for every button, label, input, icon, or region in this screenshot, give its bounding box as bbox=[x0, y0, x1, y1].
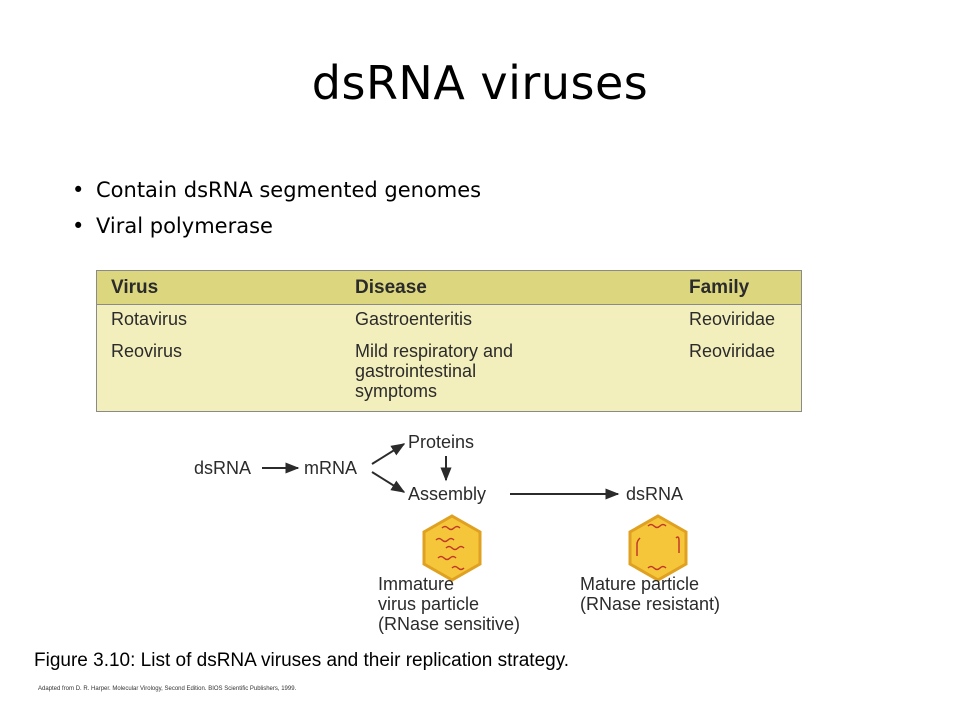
mature-capsid-icon bbox=[628, 514, 688, 582]
cell-disease: Mild respiratory and bbox=[355, 341, 514, 361]
cell-family: Reoviridae bbox=[689, 309, 776, 329]
label-dsrna-end: dsRNA bbox=[626, 484, 683, 504]
bullet-marker: • bbox=[72, 214, 85, 238]
figure-caption: Figure 3.10: List of dsRNA viruses and t… bbox=[34, 650, 570, 671]
header-disease: Disease bbox=[355, 277, 427, 298]
replication-diagram: dsRNA mRNA Proteins Assembly dsRNA Immat… bbox=[194, 432, 720, 634]
bullet-item: • Contain dsRNA segmented genomes bbox=[72, 172, 481, 208]
cell-disease: symptoms bbox=[355, 381, 438, 401]
virus-table: Virus Disease Family Rotavirus Gastroent… bbox=[96, 270, 802, 412]
arrow-mrna-to-proteins bbox=[371, 443, 406, 465]
bullet-marker: • bbox=[72, 178, 85, 202]
bullet-list: • Contain dsRNA segmented genomes • Viral … bbox=[72, 172, 481, 244]
bullet-item: • Viral polymerase bbox=[72, 208, 481, 244]
label-mrna: mRNA bbox=[304, 458, 357, 478]
header-family: Family bbox=[689, 277, 750, 298]
arrow-mrna-to-assembly bbox=[371, 471, 406, 493]
bullet-text: Contain dsRNA segmented genomes bbox=[96, 178, 482, 202]
immature-particle-label: Immature virus particle (RNase sensitive… bbox=[378, 574, 520, 634]
mature-particle-label: Mature particle (RNase resistant) bbox=[580, 574, 720, 614]
table-header-row: Virus Disease Family bbox=[97, 271, 801, 305]
label-assembly: Assembly bbox=[408, 484, 486, 504]
cell-family: Reoviridae bbox=[689, 341, 776, 361]
source-credit: Adapted from D. R. Harper. Molecular Vir… bbox=[38, 686, 297, 692]
header-virus: Virus bbox=[111, 277, 159, 298]
cell-disease: gastrointestinal bbox=[355, 361, 477, 381]
label-proteins: Proteins bbox=[408, 432, 474, 452]
label-dsrna-start: dsRNA bbox=[194, 458, 251, 478]
cell-disease: Gastroenteritis bbox=[355, 309, 473, 329]
cell-virus: Reovirus bbox=[111, 341, 183, 361]
immature-capsid-icon bbox=[422, 514, 482, 582]
bullet-text: Viral polymerase bbox=[96, 214, 273, 238]
slide-title: dsRNA viruses bbox=[311, 56, 649, 110]
cell-virus: Rotavirus bbox=[111, 309, 188, 329]
